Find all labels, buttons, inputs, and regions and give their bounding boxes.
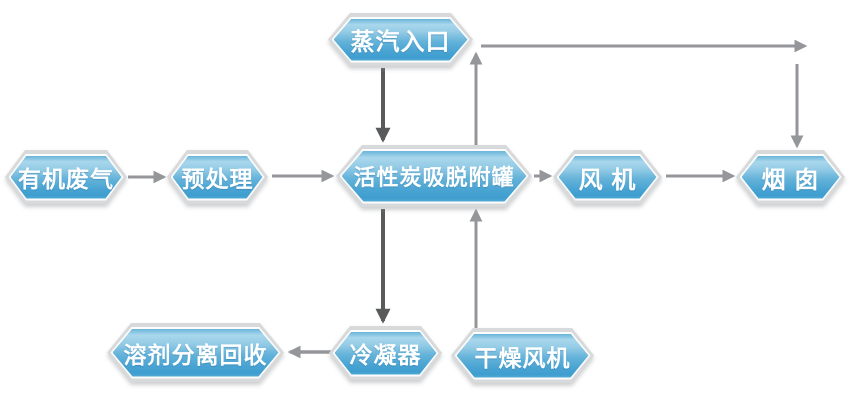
node-label-condenser: 冷凝器: [349, 342, 422, 368]
node-body: 溶剂分离回收: [113, 329, 279, 377]
node-carbon-tank: 活性炭吸脱附罐: [336, 145, 532, 207]
node-label-organic-waste-gas: 有机废气: [18, 166, 114, 192]
node-solvent-recovery: 溶剂分离回收: [107, 323, 284, 382]
node-organic-waste-gas: 有机废气: [5, 150, 127, 204]
node-steam-inlet: 蒸汽入口: [328, 13, 473, 66]
node-chimney: 烟 囱: [736, 150, 845, 204]
node-fan: 风 机: [553, 150, 662, 204]
node-label-chimney: 烟 囱: [761, 166, 820, 194]
node-label-steam-inlet: 蒸汽入口: [350, 29, 451, 56]
node-body: 冷凝器: [335, 332, 437, 375]
node-body: 活性炭吸脱附罐: [342, 151, 527, 202]
node-label-solvent-recovery: 溶剂分离回收: [123, 341, 268, 368]
node-label-pretreatment: 预处理: [181, 166, 254, 192]
node-drying-fan: 干燥风机: [451, 328, 594, 383]
node-body: 烟 囱: [742, 156, 840, 199]
node-body: 预处理: [173, 156, 263, 199]
node-body: 风 机: [559, 156, 657, 199]
node-pretreatment: 预处理: [167, 150, 268, 204]
node-label-carbon-tank: 活性炭吸脱附罐: [353, 165, 515, 190]
node-label-drying-fan: 干燥风机: [474, 344, 571, 371]
node-body: 干燥风机: [457, 334, 589, 378]
node-body: 蒸汽入口: [334, 19, 468, 61]
node-label-fan: 风 机: [578, 166, 637, 194]
node-condenser: 冷凝器: [329, 326, 442, 380]
node-body: 有机废气: [11, 156, 122, 199]
